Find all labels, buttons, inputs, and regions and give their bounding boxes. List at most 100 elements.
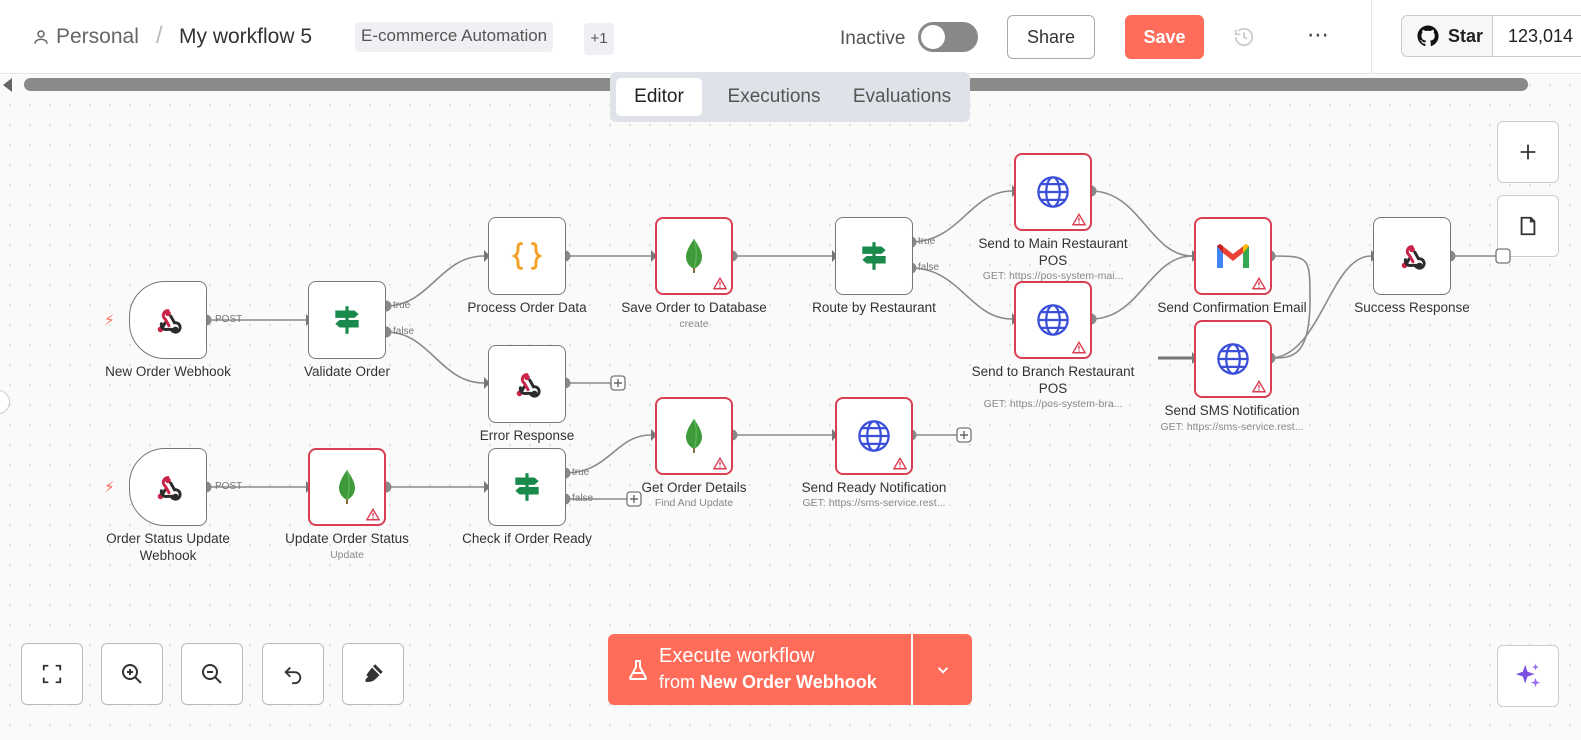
node-success-response[interactable] — [1373, 217, 1451, 295]
tidy-up-button[interactable] — [342, 643, 404, 705]
scroll-left-arrow[interactable] — [3, 78, 12, 92]
workflow-canvas[interactable] — [0, 75, 1581, 740]
active-toggle[interactable] — [918, 22, 978, 52]
warning-icon — [1072, 341, 1086, 354]
warning-icon — [1252, 380, 1266, 393]
node-process-order-data[interactable] — [488, 217, 566, 295]
top-header: Personal / My workflow 5 E-commerce Auto… — [0, 0, 1581, 74]
node-get-order-details[interactable] — [655, 397, 733, 475]
node-check-order-ready[interactable] — [488, 448, 566, 526]
node-subtitle: Find And Update — [654, 497, 734, 509]
globe-icon — [1217, 343, 1249, 375]
save-button[interactable]: Save — [1125, 15, 1204, 59]
tag-ecommerce[interactable]: E-commerce Automation — [355, 22, 554, 52]
execute-from-prefix: from — [659, 672, 701, 692]
code-icon — [511, 242, 543, 270]
tab-editor[interactable]: Editor — [616, 78, 702, 116]
node-send-branch-pos[interactable] — [1014, 281, 1092, 359]
tab-evaluations[interactable]: Evaluations — [852, 86, 952, 107]
execute-workflow-label: Execute workflow — [659, 645, 815, 667]
more-options-icon[interactable]: ⋯ — [1307, 22, 1329, 47]
trigger-bolt-icon: ⚡ — [104, 479, 115, 496]
node-subtitle: GET: https://pos-system-bra... — [983, 398, 1123, 410]
webhook-icon — [516, 373, 541, 398]
mongodb-icon — [686, 238, 702, 273]
if-icon — [335, 306, 359, 334]
zoom-out-button[interactable] — [181, 643, 243, 705]
globe-icon — [1037, 304, 1069, 336]
node-route-by-restaurant[interactable] — [835, 217, 913, 295]
globe-icon — [858, 420, 890, 452]
node-send-main-pos[interactable] — [1014, 153, 1092, 231]
node-label: Send Ready Notification — [801, 480, 947, 495]
sticky-note-button[interactable] — [1497, 195, 1559, 257]
zoom-out-icon — [202, 664, 222, 684]
plus-icon — [1520, 144, 1536, 160]
zoom-in-button[interactable] — [101, 643, 163, 705]
tab-executions[interactable]: Executions — [727, 86, 821, 107]
port-label-true: true — [393, 300, 411, 311]
node-subtitle: create — [679, 318, 709, 330]
node-label: Process Order Data — [467, 300, 587, 315]
node-save-order-db[interactable] — [655, 217, 733, 295]
breadcrumb-personal[interactable]: Personal — [32, 25, 139, 49]
zoom-in-icon — [122, 664, 142, 684]
node-new-order-webhook[interactable] — [129, 281, 207, 359]
trigger-bolt-icon: ⚡ — [104, 312, 115, 329]
undo-button[interactable] — [262, 643, 324, 705]
node-label: Success Response — [1354, 300, 1470, 315]
if-icon — [862, 242, 886, 270]
node-send-confirmation-email[interactable] — [1194, 217, 1272, 295]
webhook-icon — [157, 476, 182, 501]
node-error-response[interactable] — [488, 345, 566, 423]
node-subtitle: Update — [330, 549, 364, 561]
warning-icon — [366, 508, 380, 521]
globe-icon — [1037, 176, 1069, 208]
breadcrumb-personal-label: Personal — [56, 25, 139, 48]
execute-from-label: from New Order Webhook — [659, 672, 877, 693]
undo-icon — [284, 666, 302, 685]
broom-icon — [363, 664, 383, 683]
mongodb-icon — [686, 418, 702, 453]
execute-workflow-button[interactable]: Execute workflow from New Order Webhook — [608, 634, 911, 705]
github-star-count[interactable]: 123,014 — [1492, 15, 1581, 57]
warning-icon — [893, 457, 907, 470]
header-divider — [1371, 0, 1372, 74]
port-label-true: true — [918, 236, 936, 247]
node-label: Get Order Details — [641, 480, 747, 495]
node-label: Send Confirmation Email — [1157, 300, 1307, 315]
port-label-false: false — [572, 493, 594, 504]
node-send-sms[interactable] — [1194, 320, 1272, 398]
person-icon — [34, 30, 48, 44]
node-label: Update Order Status — [285, 531, 409, 546]
breadcrumb-separator: / — [156, 22, 163, 49]
add-node-button[interactable] — [1497, 121, 1559, 183]
execute-dropdown-button[interactable] — [913, 634, 972, 705]
share-button[interactable]: Share — [1007, 15, 1095, 59]
port-label-false: false — [393, 326, 415, 337]
node-label: Save Order to Database — [621, 300, 767, 315]
node-order-status-webhook[interactable] — [129, 448, 207, 526]
execute-from-node: New Order Webhook — [700, 672, 877, 692]
node-send-ready-notification[interactable] — [835, 397, 913, 475]
warning-icon — [713, 457, 727, 470]
node-validate-order[interactable] — [308, 281, 386, 359]
history-icon[interactable] — [1233, 26, 1255, 48]
fit-view-button[interactable] — [21, 643, 83, 705]
warning-icon — [1252, 277, 1266, 290]
gmail-icon — [1217, 244, 1249, 268]
node-update-order-status[interactable] — [308, 448, 386, 526]
github-star-button[interactable]: Star — [1401, 15, 1493, 57]
node-label: Check if Order Ready — [462, 531, 592, 546]
if-icon — [515, 473, 539, 501]
mongodb-icon — [339, 469, 355, 504]
workflow-title[interactable]: My workflow 5 — [179, 25, 313, 48]
port-label-post: POST — [215, 314, 243, 325]
ai-assistant-button[interactable] — [1497, 645, 1559, 707]
sparkles-icon — [1515, 663, 1541, 688]
port-label-post: POST — [215, 481, 243, 492]
tag-more-count[interactable]: +1 — [584, 23, 614, 55]
webhook-icon — [1401, 245, 1426, 270]
note-icon — [1520, 216, 1536, 236]
node-subtitle: GET: https://sms-service.rest... — [802, 497, 946, 509]
